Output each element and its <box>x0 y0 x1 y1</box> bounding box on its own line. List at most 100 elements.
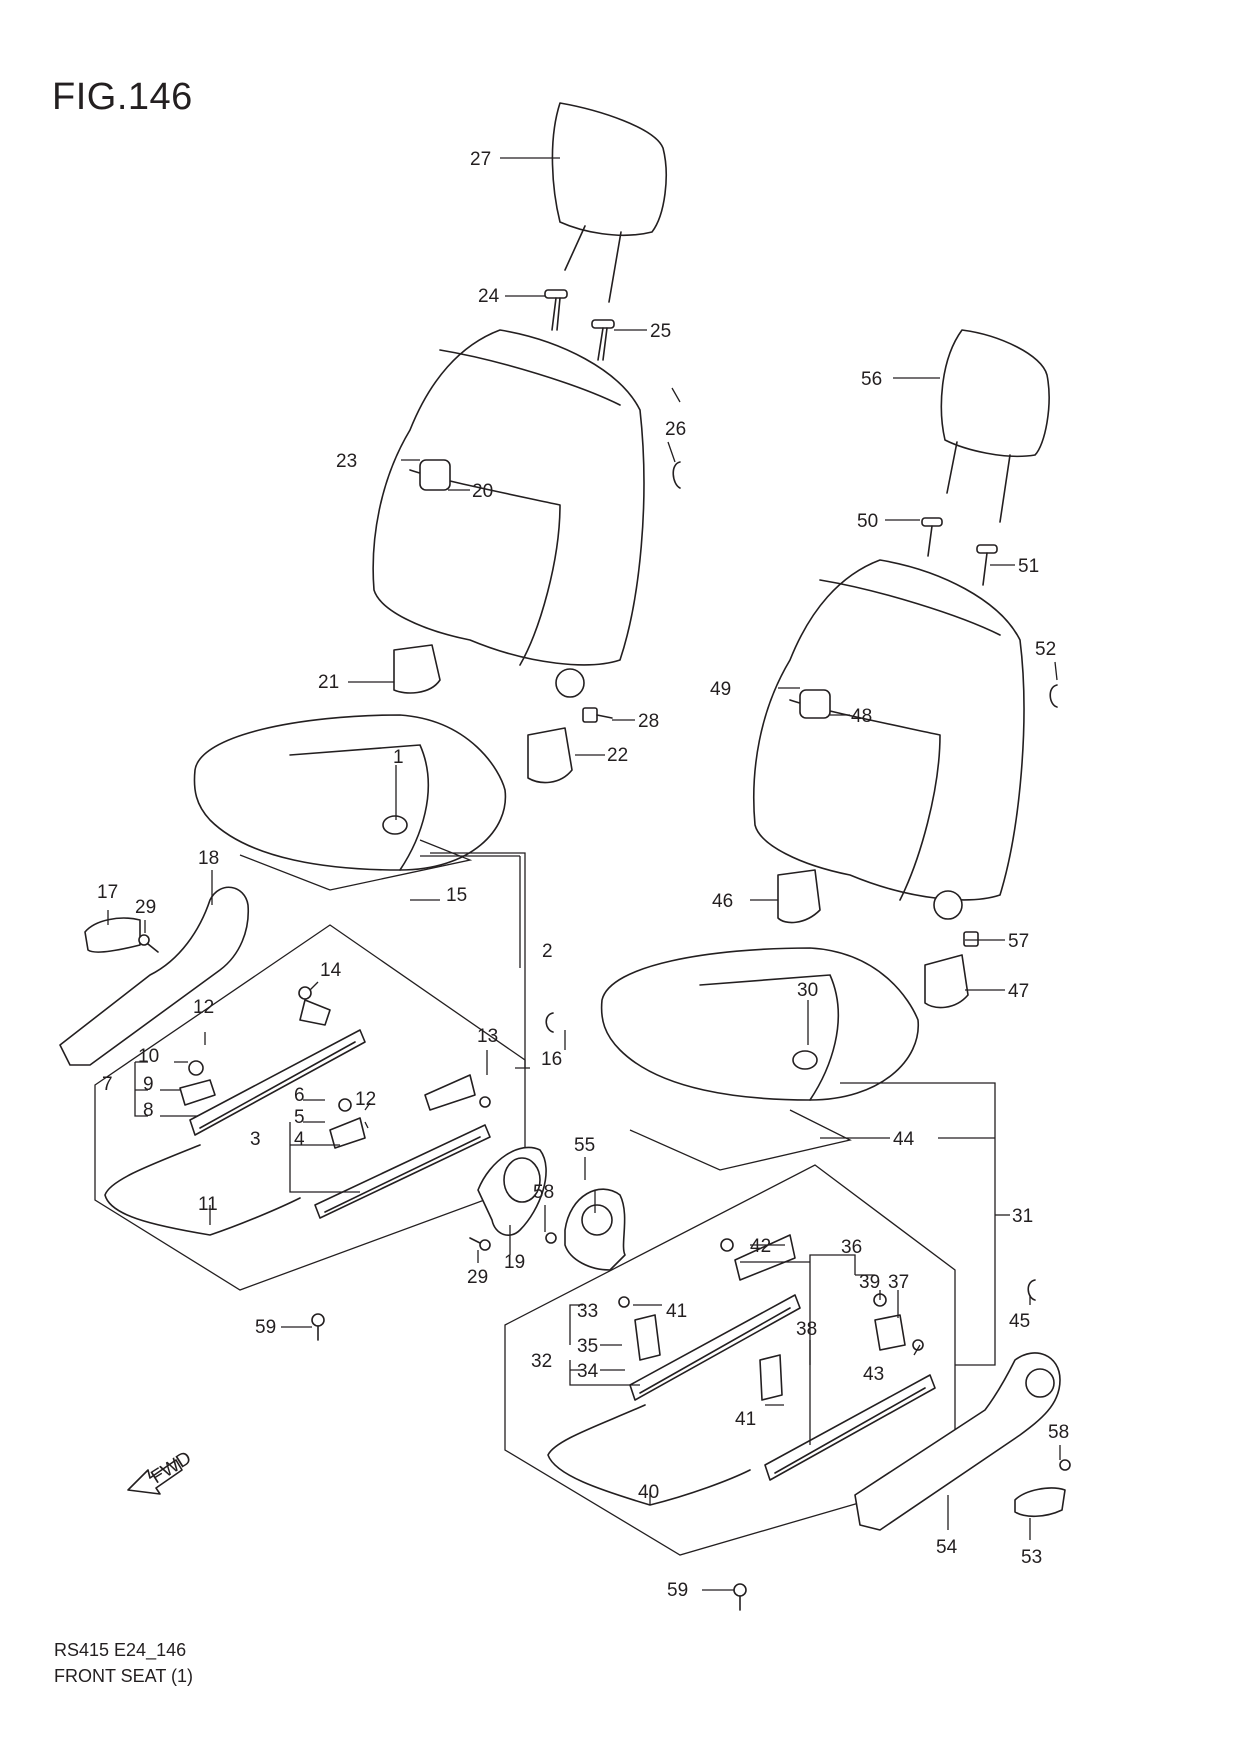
fwd-label: FWD <box>148 1448 196 1489</box>
callout-7: 7 <box>102 1074 113 1095</box>
fwd-arrow-icon: FWD <box>127 1448 196 1495</box>
seat-rail-inner-left <box>189 1029 366 1136</box>
callout-44: 44 <box>893 1129 915 1150</box>
callout-12-a: 12 <box>193 997 214 1018</box>
callout-30: 30 <box>797 980 818 1001</box>
callout-19: 19 <box>504 1252 525 1273</box>
bolt-59-b <box>733 1583 747 1611</box>
callout-35: 35 <box>577 1336 598 1357</box>
callout-55: 55 <box>574 1135 595 1156</box>
hinge-cover-21 <box>393 644 441 694</box>
seat-cushion-left <box>193 714 507 871</box>
clip-52 <box>1049 684 1058 708</box>
cover-19 <box>477 1146 547 1236</box>
cushion-mat-15 <box>239 839 473 891</box>
callout-13: 13 <box>477 1026 498 1047</box>
callout-22: 22 <box>607 745 628 766</box>
callout-2: 2 <box>542 941 553 962</box>
callout-8: 8 <box>143 1100 154 1121</box>
headrest-left <box>551 102 667 303</box>
bracket-42 <box>720 1234 796 1281</box>
callout-21: 21 <box>318 672 339 693</box>
headrest-guide-25 <box>591 319 615 361</box>
seat-back-right <box>752 559 1025 901</box>
screw-58-a <box>545 1232 557 1244</box>
callout-52: 52 <box>1035 639 1056 660</box>
bracket-14 <box>298 986 331 1026</box>
callout-23: 23 <box>336 451 357 472</box>
screw-58-b <box>1059 1459 1071 1471</box>
hinge-cover-46 <box>777 869 821 924</box>
callout-17: 17 <box>97 882 118 903</box>
stopper-38 <box>759 1354 783 1401</box>
hinge-cover-22 <box>527 668 585 784</box>
adjust-wire-40 <box>547 1404 751 1506</box>
seat-rail-outer-right <box>764 1374 936 1481</box>
callout-59-b: 59 <box>667 1580 688 1601</box>
seat-rail-outer-left <box>314 1124 491 1219</box>
callout-34: 34 <box>577 1361 599 1382</box>
callout-42: 42 <box>750 1236 771 1257</box>
hinge-cover-47 <box>924 890 969 1009</box>
callout-54: 54 <box>936 1537 958 1558</box>
callout-32: 32 <box>531 1351 552 1372</box>
callout-57: 57 <box>1008 931 1029 952</box>
callout-4: 4 <box>294 1129 305 1150</box>
callout-46: 46 <box>712 891 733 912</box>
clip-16 <box>545 1012 554 1033</box>
callout-56: 56 <box>861 369 882 390</box>
headrest-right <box>940 329 1050 523</box>
bracket-32 <box>618 1296 661 1361</box>
bracket-5 <box>329 1098 366 1149</box>
adjust-wire-11 <box>104 1144 301 1236</box>
callout-38: 38 <box>796 1319 817 1340</box>
screw-29-b <box>469 1237 491 1251</box>
side-cover-18 <box>59 886 250 1066</box>
callout-26: 26 <box>665 419 686 440</box>
callout-39: 39 <box>859 1272 880 1293</box>
callout-20: 20 <box>472 481 493 502</box>
callout-37: 37 <box>888 1272 909 1293</box>
cover-55 <box>564 1188 626 1271</box>
callout-51: 51 <box>1018 556 1039 577</box>
callout-43: 43 <box>863 1364 884 1385</box>
callout-25: 25 <box>650 321 671 342</box>
callout-41-a: 41 <box>666 1301 687 1322</box>
callout-45: 45 <box>1009 1311 1030 1332</box>
diagram-code: RS415 E24_146 <box>54 1640 187 1660</box>
callout-58-b: 58 <box>1048 1422 1069 1443</box>
seat-back-left <box>372 329 645 666</box>
callout-3: 3 <box>250 1129 261 1150</box>
cushion-mat-44 <box>629 1109 852 1171</box>
callout-5: 5 <box>294 1107 305 1128</box>
figure-title: FIG.146 <box>52 76 193 118</box>
callout-49: 49 <box>710 679 731 700</box>
callout-6: 6 <box>294 1085 305 1106</box>
bolt-28 <box>582 707 613 723</box>
callout-15: 15 <box>446 885 467 906</box>
callout-9: 9 <box>143 1074 154 1095</box>
callout-16: 16 <box>541 1049 562 1070</box>
seat-rail-inner-right <box>629 1294 801 1401</box>
side-cover-54 <box>854 1352 1061 1531</box>
callout-53: 53 <box>1021 1547 1042 1568</box>
callout-40: 40 <box>638 1482 659 1503</box>
lever-13 <box>424 1074 491 1111</box>
callout-27: 27 <box>470 149 491 170</box>
callout-1: 1 <box>393 747 404 768</box>
callout-59-a: 59 <box>255 1317 276 1338</box>
callout-48: 48 <box>851 706 872 727</box>
callout-29-b: 29 <box>467 1267 488 1288</box>
side-cover-17 <box>84 917 141 953</box>
diagram-caption: FRONT SEAT (1) <box>54 1666 194 1686</box>
bolt-59-a <box>311 1313 325 1341</box>
callout-11: 11 <box>198 1194 218 1215</box>
callout-12-b: 12 <box>355 1089 376 1110</box>
callout-33: 33 <box>577 1301 598 1322</box>
knob-53 <box>1014 1487 1066 1518</box>
callout-10: 10 <box>138 1046 159 1067</box>
callout-47: 47 <box>1008 981 1029 1002</box>
callout-41-b: 41 <box>735 1409 756 1430</box>
callout-50: 50 <box>857 511 878 532</box>
